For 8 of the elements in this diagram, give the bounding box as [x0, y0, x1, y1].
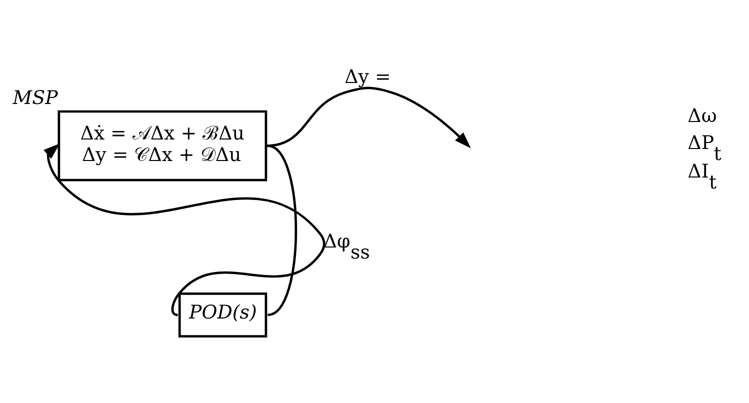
edge-label: Δy = [344, 65, 391, 88]
connector [267, 144, 298, 316]
node-box: POD(s) [178, 292, 268, 337]
node-label: MSP [12, 86, 58, 109]
node-box: Δẋ = 𝒜Δx + ℬΔu Δy = 𝒞Δx + 𝒟Δu [58, 110, 268, 181]
arrow [44, 142, 326, 316]
label: Δω [688, 104, 717, 126]
arrow [266, 86, 471, 148]
